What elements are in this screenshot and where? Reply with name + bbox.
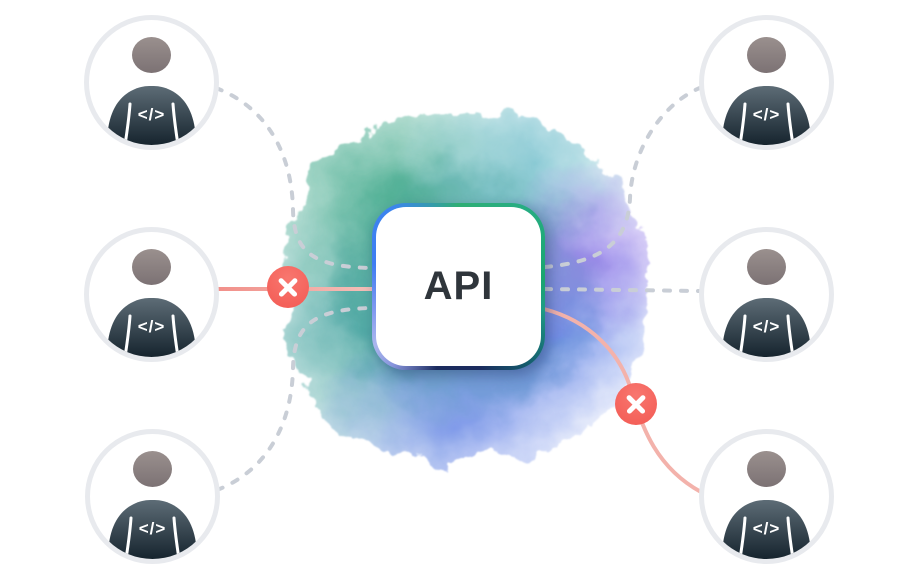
developer-icon [89, 20, 214, 145]
client-avatar-bottom-left [85, 429, 220, 564]
client-avatar-bottom-right [699, 429, 834, 564]
client-avatar-top-right [699, 15, 834, 150]
developer-icon [704, 232, 829, 357]
developer-icon [89, 232, 214, 357]
api-box-face: API [376, 207, 541, 366]
client-avatar-middle-right [699, 227, 834, 362]
connection-top-left-dashed [214, 86, 374, 270]
developer-icon [704, 434, 829, 559]
api-label: API [423, 264, 494, 308]
client-avatar-middle-left [84, 227, 219, 362]
connection-middle-right-dashed [543, 287, 703, 293]
api-box: API [372, 203, 545, 370]
connection-bottom-left-dashed [215, 306, 374, 492]
x-icon [276, 275, 300, 299]
developer-icon [704, 20, 829, 145]
client-avatar-top-left [84, 15, 219, 150]
connection-top-right-dashed [543, 85, 704, 269]
blocked-badge-left [267, 266, 309, 308]
blocked-badge-right [615, 383, 657, 425]
developer-icon [90, 434, 215, 559]
x-icon [624, 392, 648, 416]
